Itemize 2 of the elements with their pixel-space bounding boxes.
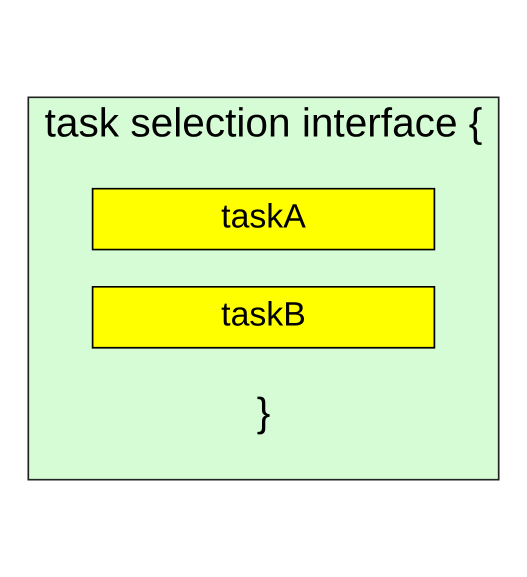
node-box: taskB [92, 286, 436, 349]
node-box: taskA [92, 188, 436, 250]
